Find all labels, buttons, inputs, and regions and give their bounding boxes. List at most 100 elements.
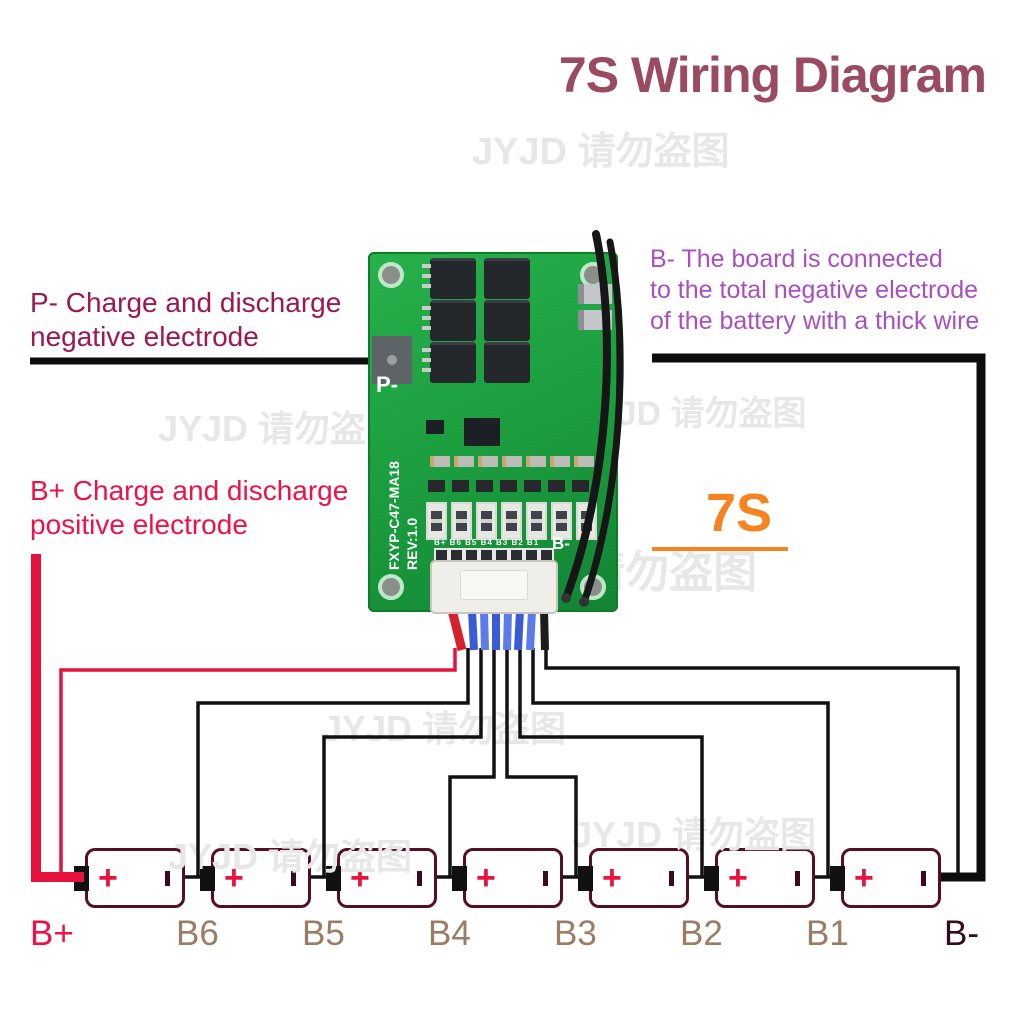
pin-labels-silkscreen: B+ B6 B5 B4 B3 B2 B1 [434,538,540,547]
balance-wire-b4 [448,648,496,878]
b-minus-annotation: B- The board is connected to the total n… [650,244,979,337]
page-title: 7S Wiring Diagram [558,47,987,103]
b-minus-thick-wire [652,353,986,882]
b-plus-annotation: B+ Charge and discharge positive electro… [30,474,348,542]
cell-label-b5: B5 [302,914,345,953]
balance-transistor [428,480,445,492]
balance-wire-bminus [544,650,960,875]
cell-label-b2: B2 [680,914,723,953]
thermal-pad [372,336,412,384]
pack-label-bplus: B+ [30,914,74,953]
battery-cell: + [74,848,185,908]
battery-negative-mark [417,871,422,886]
balance-transistor [524,480,541,492]
battery-cell: + [704,848,815,908]
battery-cell: + [452,848,563,908]
b-plus-annotation-line2: positive electrode [30,509,248,540]
balance-wire-b2 [518,648,704,878]
small-ic [426,420,444,434]
balance-wire-bplus [59,648,457,878]
b-minus-silkscreen: B- [552,534,570,553]
mosfet [430,342,476,383]
fet-leg [422,306,431,310]
plus-symbol: + [224,859,244,897]
cell-label-b6: B6 [176,914,219,953]
fet-leg [422,284,431,288]
smd-resistor [574,456,594,467]
balance-resistor [501,502,522,540]
battery-negative-mark [291,871,296,886]
cell-label-b3: B3 [554,914,597,953]
battery-cell: + [578,848,689,908]
bms-board: P- FXYP-C47-MA18 REV:1.0 B+ B6 B5 B4 B3 … [368,252,618,614]
balance-wire-b6 [196,648,470,878]
p-minus-annotation-line2: negative electrode [30,321,259,352]
battery-cell: + [830,848,941,908]
harness-blue-strand [468,609,478,651]
balance-transistor [452,480,469,492]
battery-negative-mark [543,871,548,886]
fet-leg [422,358,431,362]
fet-leg [422,368,431,372]
balance-transistor [548,480,565,492]
b-minus-annotation-line2: to the total negative electrode [650,276,979,304]
balance-wire-b5 [322,648,483,878]
battery-negative-mark [165,871,170,886]
balance-connector [430,560,558,614]
fet-leg [422,326,431,330]
balance-transistor [476,480,493,492]
balance-resistor [526,502,547,540]
b-minus-board-lead [562,230,611,602]
smd-resistor [478,456,498,467]
mounting-hole [378,262,404,288]
harness-blue-strand [514,609,524,651]
mosfet [484,258,530,299]
harness-red-strand [447,608,467,652]
battery-cell: + [200,848,311,908]
harness-black-strand [540,609,549,651]
b-minus-annotation-line3: of the battery with a thick wire [650,307,980,335]
battery-negative-mark [669,871,674,886]
fet-leg [422,348,431,352]
smd-resistor [430,456,450,467]
cell-label-b1: B1 [806,914,849,953]
connector-slot [460,570,528,600]
plus-symbol: + [728,859,748,897]
b-minus-board-lead [580,238,624,606]
fet-leg [422,316,431,320]
mosfet [430,258,476,299]
harness-blue-strand [480,609,489,651]
control-ic [464,418,500,446]
harness-blue-strand [503,609,512,651]
balance-wire-b3 [505,648,578,878]
b-plus-thick-wire [31,554,84,882]
b-plus-annotation-line1: B+ Charge and discharge [30,475,349,506]
balance-transistor [572,480,589,492]
plus-symbol: + [350,859,370,897]
cell-count-badge: 7S [706,483,773,543]
p-minus-annotation-line1: P- Charge and discharge [30,287,342,318]
solder-joint [561,593,571,603]
cell-label-b4: B4 [428,914,471,953]
balance-resistor [426,502,447,540]
mosfet [430,300,476,341]
smd-resistor [550,456,570,467]
fet-leg [422,264,431,268]
smd-resistor [526,456,546,467]
b-minus-annotation-line1: B- The board is connected [650,245,943,273]
balance-wire-b1 [531,648,830,878]
p-minus-annotation: P- Charge and discharge negative electro… [30,286,341,354]
mounting-hole [378,574,404,600]
battery-negative-mark [795,871,800,886]
fet-leg [422,274,431,278]
mosfet [484,342,530,383]
smd-resistor [454,456,474,467]
smd-resistor [502,456,522,467]
plus-symbol: + [602,859,622,897]
cell-count-underline-layer [652,547,788,551]
balance-resistor [551,502,572,540]
plus-symbol: + [854,859,874,897]
